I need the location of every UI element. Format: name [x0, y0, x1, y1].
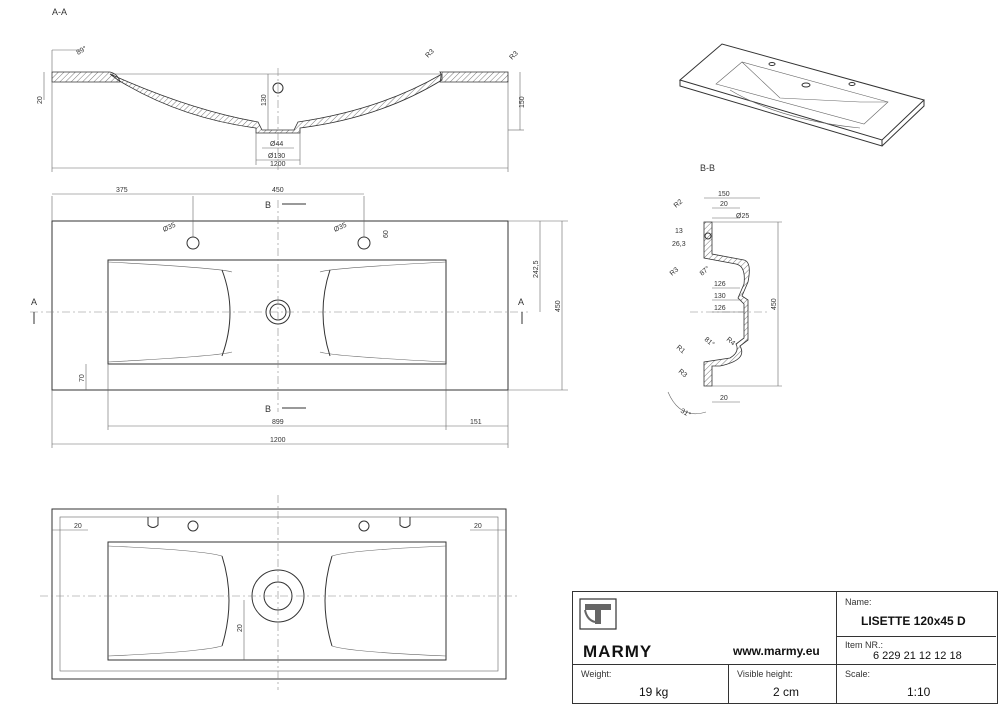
dim-bb-126-b: 126 [714, 305, 726, 312]
dim-bb-26-3: 26,3 [672, 241, 686, 248]
dim-d35-left: Ø35 [162, 222, 177, 234]
dim-bottom-20-left: 20 [74, 523, 82, 530]
weight-label: Weight: [581, 669, 612, 679]
plan-outline [51, 220, 509, 391]
dim-bb-450: 450 [771, 298, 778, 310]
weight-cell: Weight: 19 kg [573, 665, 729, 703]
section-bb-profile [703, 221, 750, 387]
section-aa-overflow [272, 82, 284, 94]
dim-bb-r3-bottom: R3 [677, 368, 688, 379]
name-value: LISETTE 120x45 D [861, 614, 966, 628]
scale-value: 1:10 [907, 685, 931, 699]
scale-cell: Scale: 1:10 [837, 665, 996, 703]
section-aa-slab-right [439, 71, 509, 83]
dim-width-1200-plan: 1200 [270, 437, 286, 444]
weight-value: 19 kg [639, 685, 669, 699]
dim-bb-130: 130 [714, 293, 726, 300]
dim-450-depth: 450 [555, 300, 562, 312]
name-label: Name: [845, 597, 872, 607]
plan-view: A A B B 375 450 Ø35 Ø35 60 242,5 450 70 … [30, 187, 568, 448]
dim-bb-13: 13 [675, 228, 683, 235]
section-aa-view: A-A 89° R3 R3 20 130 150 Ø44 Ø130 1200 [37, 7, 526, 172]
bottom-outline [51, 508, 507, 680]
dim-r3-left: R3 [424, 48, 435, 59]
title-block: MARMY www.marmy.eu Name: LISETTE 120x45 … [572, 591, 998, 704]
dim-450-holes: 450 [272, 187, 284, 194]
section-aa-slab-left [51, 71, 121, 83]
dim-r3-right: R3 [508, 50, 519, 61]
height-label: Visible height: [737, 669, 793, 679]
item-cell: Item NR.: 6 229 21 12 12 18 [837, 637, 996, 665]
section-marker-b-top: B [265, 200, 271, 210]
dim-bb-r1: R1 [675, 344, 686, 355]
section-marker-a-right: A [518, 297, 524, 307]
dim-bb-r3-top: R3 [669, 266, 680, 277]
dim-depth-130: 130 [261, 94, 268, 106]
isometric-view [678, 43, 925, 147]
dim-70: 70 [79, 374, 86, 382]
dim-depth-150: 150 [519, 96, 526, 108]
dim-bb-d25: Ø25 [736, 213, 749, 220]
dim-bb-126-a: 126 [714, 281, 726, 288]
dim-899: 899 [272, 419, 284, 426]
dim-bb-31: 31° [679, 407, 692, 419]
plan-tap-hole-left [186, 236, 200, 250]
brand-name: MARMY [583, 642, 653, 661]
dim-bb-81: 81° [703, 335, 716, 348]
section-aa-bowl [109, 73, 443, 134]
section-marker-a-left: A [31, 297, 37, 307]
dim-bb-150: 150 [718, 191, 730, 198]
dim-bb-20-top: 20 [720, 201, 728, 208]
plan-tap-hole-right [357, 236, 371, 250]
item-label: Item NR.: [845, 640, 884, 650]
dim-bottom-20-right: 20 [474, 523, 482, 530]
height-value: 2 cm [773, 685, 800, 699]
dim-thickness-20: 20 [37, 96, 44, 104]
dim-60: 60 [383, 230, 390, 238]
section-bb-label: B-B [700, 163, 715, 173]
dim-bb-87: 87° [698, 264, 711, 277]
dim-bb-20-bottom: 20 [720, 395, 728, 402]
dim-angle-89: 89° [75, 44, 88, 56]
brand-website: www.marmy.eu [733, 644, 820, 658]
name-cell: Name: LISETTE 120x45 D [837, 592, 996, 637]
dim-bottom-20-front: 20 [237, 624, 244, 632]
dim-d35-right: Ø35 [333, 222, 348, 234]
dim-d44: Ø44 [270, 141, 283, 148]
section-bb-view: B-B 150 20 Ø25 R2 13 26,3 R3 87° 126 130… [667, 163, 782, 419]
section-marker-b-bottom: B [265, 404, 271, 414]
scale-label: Scale: [845, 669, 871, 679]
brand-logo-icon [579, 598, 617, 630]
bottom-view: 20 20 20 [40, 495, 520, 690]
dim-151: 151 [470, 419, 482, 426]
dim-bb-r4: R4 [725, 336, 736, 347]
dim-242-5: 242,5 [533, 260, 540, 278]
dim-bb-r2: R2 [673, 198, 684, 209]
dim-d130: Ø130 [268, 153, 285, 160]
logo-cell: MARMY www.marmy.eu [573, 592, 837, 665]
item-value: 6 229 21 12 12 18 [873, 650, 962, 662]
dim-375: 375 [116, 187, 128, 194]
section-aa-label: A-A [52, 7, 67, 17]
height-cell: Visible height: 2 cm [729, 665, 837, 703]
dim-width-1200-top: 1200 [270, 161, 286, 168]
